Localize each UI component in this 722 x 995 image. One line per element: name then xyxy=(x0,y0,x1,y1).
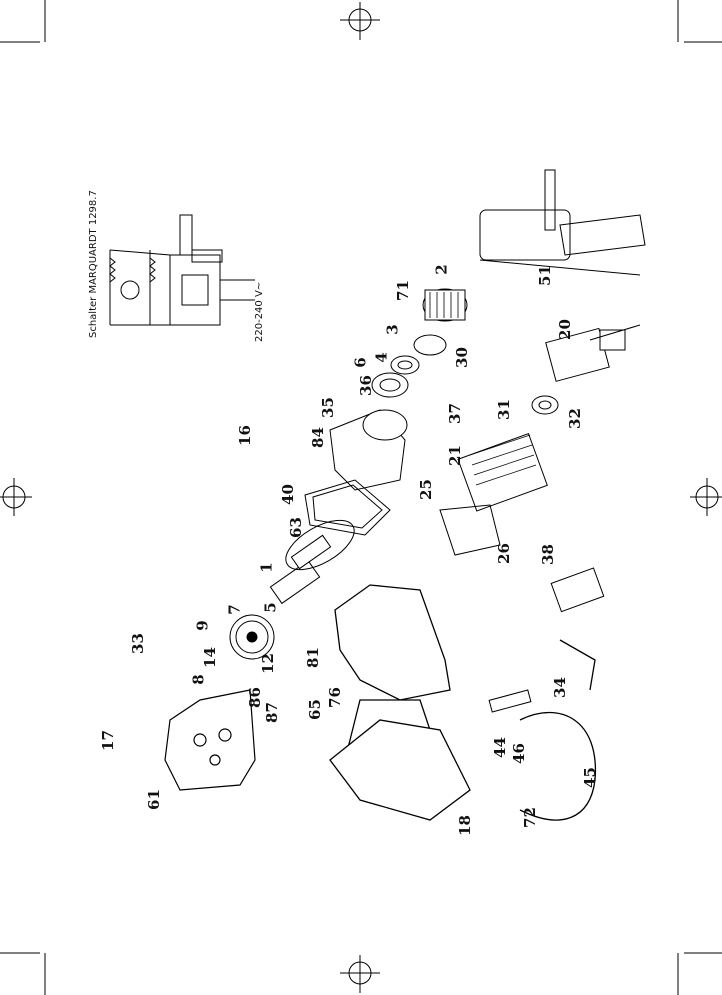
part-label: 25 xyxy=(416,479,435,500)
bearing-31 xyxy=(531,395,559,415)
part-label: 46 xyxy=(509,743,528,764)
ring-3 xyxy=(413,334,447,356)
part-label: 65 xyxy=(305,699,324,720)
part-label: 8 xyxy=(189,674,208,685)
part-label: 45 xyxy=(580,767,599,788)
part-label: 40 xyxy=(278,484,297,505)
switch-38 xyxy=(550,567,605,613)
part-label: 87 xyxy=(262,702,281,723)
part-label: 31 xyxy=(494,399,513,420)
part-label: 72 xyxy=(520,807,539,828)
part-label: 9 xyxy=(193,620,212,631)
part-label: 18 xyxy=(455,815,474,836)
bearing-6 xyxy=(371,372,409,398)
part-label: 4 xyxy=(372,352,391,363)
gear-9 xyxy=(229,614,275,660)
gear-cover xyxy=(164,689,256,791)
part-label: 71 xyxy=(393,280,412,301)
part-label: 44 xyxy=(490,737,509,758)
dust-disc-63 xyxy=(285,519,355,571)
part-label: 21 xyxy=(445,445,464,466)
power-cord-45 xyxy=(519,639,597,821)
part-label: 30 xyxy=(452,347,471,368)
part-label: 32 xyxy=(565,408,584,429)
part-label: 33 xyxy=(128,633,147,654)
cable-sleeve-46 xyxy=(488,689,532,713)
registration-mark-left xyxy=(0,478,32,516)
armature-fan-71 xyxy=(422,288,468,322)
voltage-text: 220-240 V~ xyxy=(254,281,265,342)
part-label: 1 xyxy=(257,562,276,573)
bearing-4 xyxy=(390,355,420,375)
part-label: 7 xyxy=(225,604,244,615)
part-label: 35 xyxy=(318,397,337,418)
part-label: 34 xyxy=(550,677,569,698)
brush-plate-26 xyxy=(439,504,501,556)
part-label: 81 xyxy=(303,647,322,668)
registration-mark-top xyxy=(340,2,380,40)
part-label: 17 xyxy=(98,730,117,751)
registration-mark-bottom xyxy=(340,955,380,993)
handle-half xyxy=(329,719,471,821)
switch-spec-text: Schalter MARQUARDT 1298.7 xyxy=(88,190,99,338)
part-label: 3 xyxy=(383,324,402,335)
part-label: 6 xyxy=(351,357,370,368)
gear-housing-84 xyxy=(329,409,408,491)
registration-mark-right xyxy=(690,478,722,516)
gasket-40 xyxy=(304,479,391,536)
chuck-handle-assembly xyxy=(479,169,646,276)
part-label: 63 xyxy=(286,517,305,538)
part-label: 61 xyxy=(144,789,163,810)
wiring-schematic xyxy=(109,214,255,326)
part-label: 84 xyxy=(308,427,327,448)
part-label: 37 xyxy=(445,403,464,424)
spindle-1 xyxy=(269,534,332,605)
part-label: 76 xyxy=(325,687,344,708)
part-label: 5 xyxy=(261,602,280,613)
part-label: 38 xyxy=(538,544,557,565)
part-label: 16 xyxy=(235,425,254,446)
part-label: 14 xyxy=(200,647,219,668)
stator-21 xyxy=(457,432,548,512)
part-label: 36 xyxy=(356,375,375,396)
part-label: 26 xyxy=(494,543,513,564)
part-label: 51 xyxy=(535,265,554,286)
armature-20 xyxy=(545,324,641,382)
part-label: 20 xyxy=(555,319,574,340)
part-label: 12 xyxy=(258,653,277,674)
part-label: 2 xyxy=(432,264,451,275)
part-label: 86 xyxy=(245,687,264,708)
